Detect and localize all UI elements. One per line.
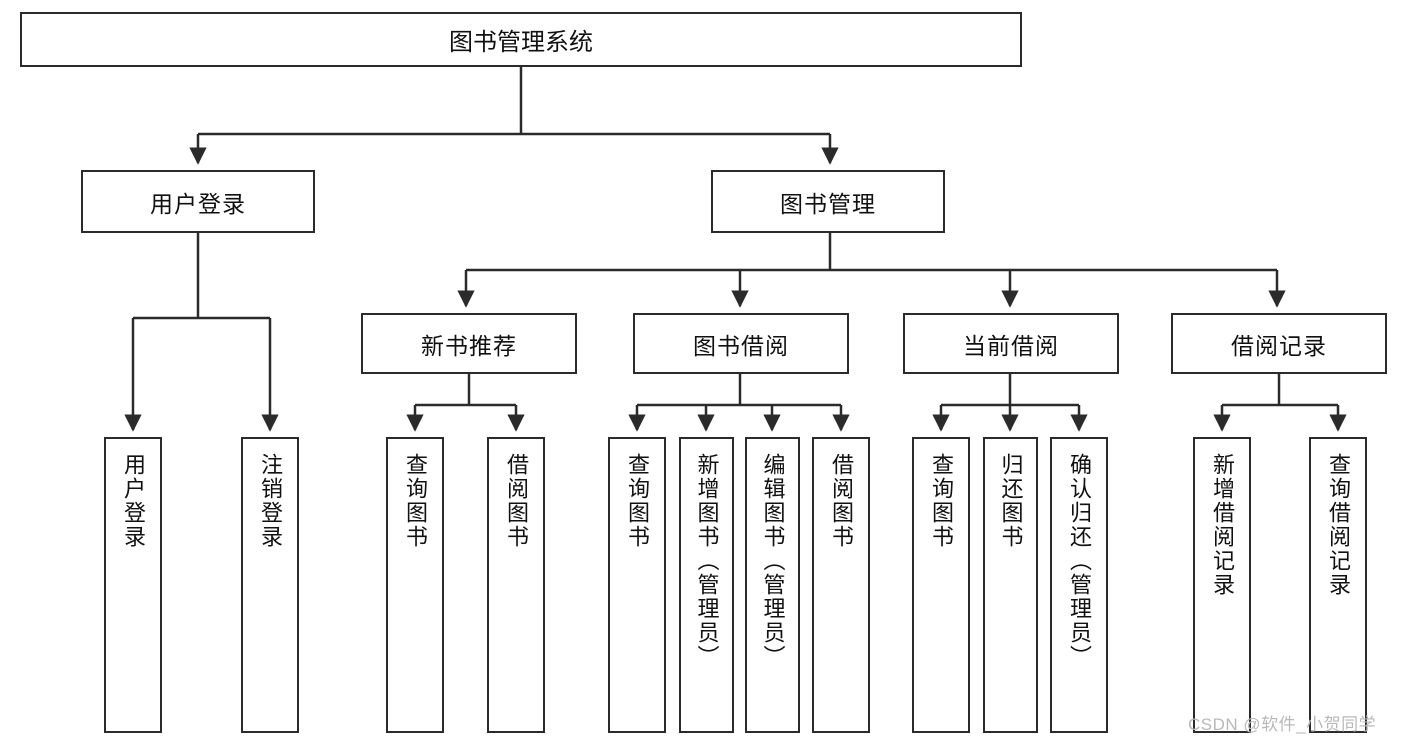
leaf-current-return[interactable]: 归还图书 xyxy=(983,437,1038,733)
node-label: 编辑图书（管理员） xyxy=(760,453,786,669)
leaf-borrow-borrow-book[interactable]: 借阅图书 xyxy=(812,437,870,733)
node-user-login[interactable]: 用户登录 xyxy=(81,170,315,233)
node-label: 新增图书（管理员） xyxy=(694,453,720,669)
leaf-user-login[interactable]: 用户登录 xyxy=(104,437,162,733)
leaf-current-query[interactable]: 查询图书 xyxy=(912,437,970,733)
node-label: 当前借阅 xyxy=(963,332,1059,359)
leaf-records-query[interactable]: 查询借阅记录 xyxy=(1309,437,1367,733)
node-label: 借阅记录 xyxy=(1231,332,1327,359)
leaf-borrow-query[interactable]: 查询图书 xyxy=(608,437,666,733)
node-label: 借阅图书 xyxy=(503,453,529,549)
node-label: 归还图书 xyxy=(998,453,1024,549)
node-label: 图书借阅 xyxy=(693,332,789,359)
leaf-records-add[interactable]: 新增借阅记录 xyxy=(1193,437,1251,733)
leaf-user-logout[interactable]: 注销登录 xyxy=(241,437,299,733)
node-root-system[interactable]: 图书管理系统 xyxy=(20,12,1022,67)
node-borrow-records[interactable]: 借阅记录 xyxy=(1171,313,1387,374)
node-label: 新增借阅记录 xyxy=(1209,453,1235,597)
leaf-newbook-query[interactable]: 查询图书 xyxy=(386,437,444,733)
node-new-book-recommend[interactable]: 新书推荐 xyxy=(361,313,577,374)
node-label: 图书管理系统 xyxy=(449,29,593,56)
leaf-newbook-borrow[interactable]: 借阅图书 xyxy=(487,437,545,733)
node-label: 查询图书 xyxy=(624,453,650,549)
node-book-management[interactable]: 图书管理 xyxy=(711,170,945,233)
node-label: 新书推荐 xyxy=(421,332,517,359)
node-current-borrow[interactable]: 当前借阅 xyxy=(903,313,1119,374)
node-label: 确认归还（管理员） xyxy=(1066,453,1092,669)
leaf-current-confirm-return[interactable]: 确认归还（管理员） xyxy=(1050,437,1108,733)
node-label: 查询图书 xyxy=(928,453,954,549)
node-label: 注销登录 xyxy=(257,453,283,549)
node-label: 查询借阅记录 xyxy=(1325,453,1351,597)
node-book-borrow[interactable]: 图书借阅 xyxy=(633,313,849,374)
node-label: 借阅图书 xyxy=(828,453,854,549)
node-label: 图书管理 xyxy=(780,190,876,217)
node-label: 用户登录 xyxy=(150,190,246,217)
node-label: 用户登录 xyxy=(120,453,146,549)
leaf-borrow-edit-book[interactable]: 编辑图书（管理员） xyxy=(745,437,800,733)
node-label: 查询图书 xyxy=(402,453,428,549)
leaf-borrow-add-book[interactable]: 新增图书（管理员） xyxy=(679,437,734,733)
